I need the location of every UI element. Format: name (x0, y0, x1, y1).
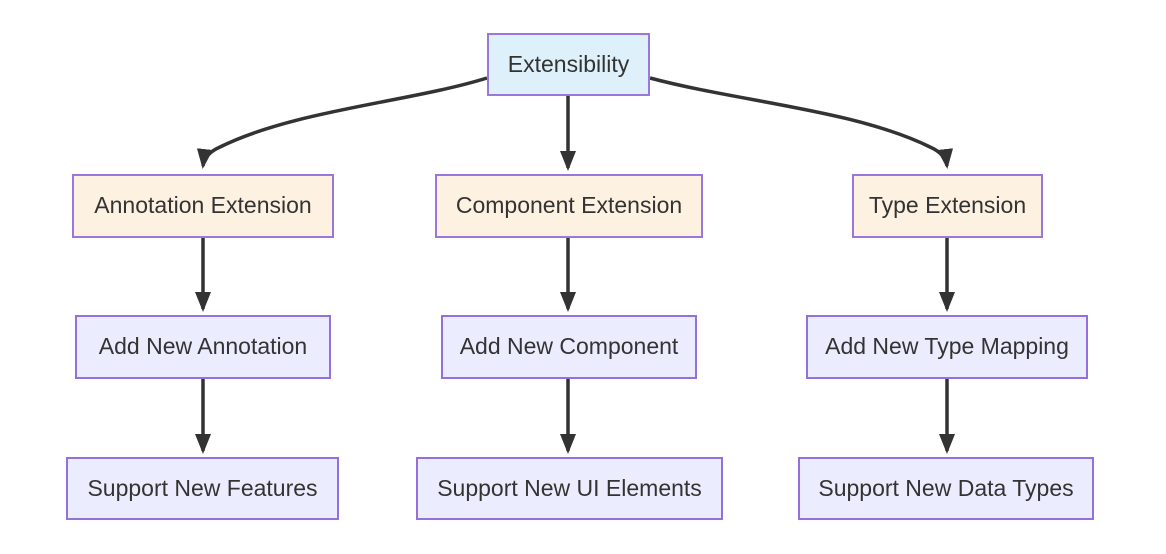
node-add-new-type-mapping: Add New Type Mapping (806, 315, 1088, 379)
edge-extensibility-to-annotation-extension (196, 76, 488, 169)
node-support-new-features: Support New Features (66, 457, 339, 520)
edge-extensibility-to-type-extension (649, 76, 954, 169)
node-annotation-extension: Annotation Extension (72, 174, 334, 238)
node-component-extension: Component Extension (435, 174, 703, 238)
node-type-extension: Type Extension (852, 174, 1043, 238)
node-support-new-ui-elements: Support New UI Elements (416, 457, 723, 520)
node-add-new-annotation: Add New Annotation (75, 315, 331, 379)
node-support-new-data-types: Support New Data Types (798, 457, 1094, 520)
node-add-new-component: Add New Component (441, 315, 697, 379)
node-extensibility: Extensibility (487, 33, 650, 96)
